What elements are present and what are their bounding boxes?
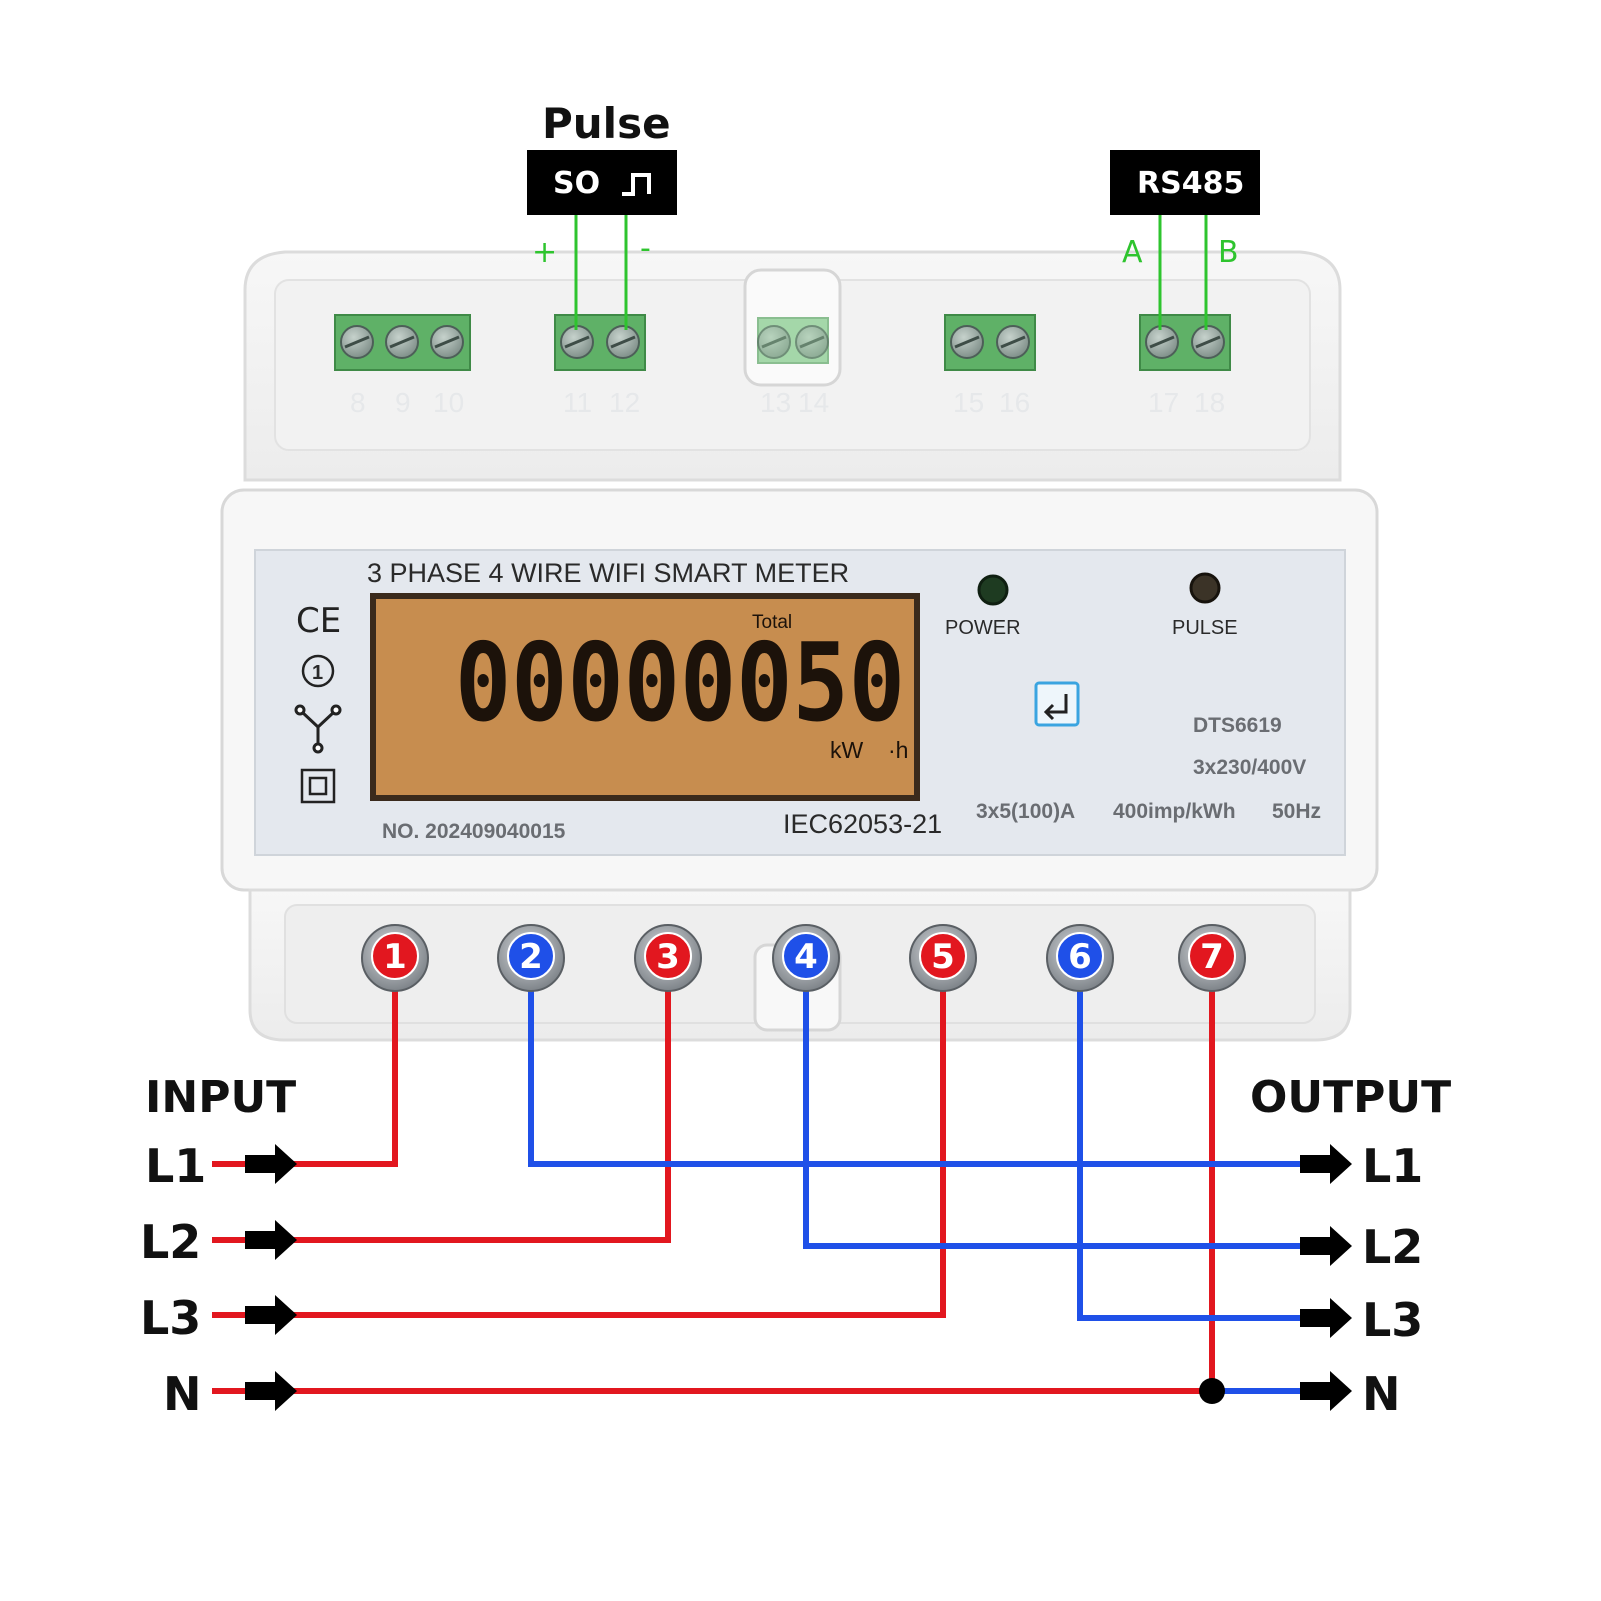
main-terminals: 1 2 3 4 5 6 7: [361, 924, 1246, 992]
output-line-l2: L2: [1362, 1220, 1423, 1274]
input-line-n: N: [163, 1367, 202, 1421]
rs485-box: [1110, 150, 1260, 215]
terminal-6: 6: [1046, 924, 1114, 992]
top-terminal-screws: [340, 325, 1225, 359]
terminal-number-11: 11: [563, 387, 592, 418]
terminal-screw: [757, 325, 791, 359]
terminal-screw: [950, 325, 984, 359]
model-number: DTS6619: [1193, 714, 1282, 737]
terminal-1: 1: [361, 924, 429, 992]
terminal-number-15: 15: [953, 387, 984, 418]
so-box: [527, 150, 677, 215]
input-arrows: [245, 1144, 297, 1411]
three-phase-icon: [294, 704, 342, 754]
terminal-7: 7: [1178, 924, 1246, 992]
arrow-right-icon: [1300, 1298, 1352, 1338]
output-line-n: N: [1362, 1367, 1401, 1421]
arrow-right-icon: [245, 1220, 297, 1260]
so-minus-label: -: [640, 231, 651, 266]
pulse-wave-icon: [622, 173, 651, 196]
terminal-number-18: 18: [1194, 387, 1225, 418]
power-led-label: POWER: [945, 617, 1021, 639]
terminal-5: 5: [909, 924, 977, 992]
output-line-l1: L1: [1362, 1139, 1423, 1193]
standard-label: IEC62053-21: [783, 809, 942, 839]
lcd-unit-kw: kW: [830, 737, 864, 763]
terminal-number-16: 16: [999, 387, 1030, 418]
terminal-number-12: 12: [609, 387, 640, 418]
terminal-number-label: 5: [931, 937, 955, 977]
serial-number: NO. 202409040015: [382, 820, 566, 843]
output-line-l3: L3: [1362, 1293, 1423, 1347]
terminal-number-label: 2: [519, 937, 543, 977]
double-insulation-icon: [300, 768, 336, 804]
output-arrows: [1300, 1144, 1352, 1411]
class-circle-icon: [301, 654, 335, 688]
input-line-l2: L2: [140, 1215, 201, 1269]
voltage-rating: 3x230/400V: [1193, 756, 1306, 779]
output-wires: [528, 965, 1306, 1394]
meter-title: 3 PHASE 4 WIRE WIFI SMART METER: [367, 558, 849, 588]
terminal-screw: [385, 325, 419, 359]
lcd-unit-h: ·h: [888, 737, 908, 763]
terminal-screw: [560, 325, 594, 359]
lcd-display: [370, 593, 920, 801]
neutral-junction: [1199, 1378, 1225, 1404]
meter-constant: 400imp/kWh: [1113, 800, 1236, 823]
terminal-number-10: 10: [433, 387, 464, 418]
ce-mark: CE: [296, 601, 341, 641]
arrow-right-icon: [1300, 1226, 1352, 1266]
arrow-right-icon: [1300, 1371, 1352, 1411]
lcd-total-label: Total: [752, 612, 792, 633]
terminal-screw: [1145, 325, 1179, 359]
terminal-number-label: 4: [794, 937, 818, 977]
input-line-l1: L1: [145, 1139, 206, 1193]
terminal-screw: [996, 325, 1030, 359]
so-box-label: SO: [553, 166, 600, 201]
terminal-screw: [340, 325, 374, 359]
lcd-reading: 00000050: [455, 621, 905, 746]
terminal-number-label: 6: [1068, 937, 1092, 977]
arrow-right-icon: [245, 1144, 297, 1184]
terminal-screw: [430, 325, 464, 359]
arrow-right-icon: [245, 1371, 297, 1411]
rs485-box-label: RS485: [1137, 166, 1244, 201]
input-line-l3: L3: [140, 1291, 201, 1345]
enter-arrow-icon: [1043, 694, 1068, 721]
so-plus-label: +: [532, 235, 557, 270]
pulse-title: Pulse: [542, 99, 671, 148]
terminal-screw: [1191, 325, 1225, 359]
terminal-screw: [606, 325, 640, 359]
frequency-rating: 50Hz: [1272, 800, 1321, 823]
class-number: 1: [312, 662, 323, 684]
terminal-3: 3: [634, 924, 702, 992]
terminal-number-17: 17: [1148, 387, 1179, 418]
terminal-number-label: 7: [1200, 937, 1224, 977]
certification-marks: CE 1: [294, 601, 342, 804]
power-led: [977, 574, 1009, 606]
pulse-led-label: PULSE: [1172, 617, 1238, 639]
input-label: INPUT: [145, 1072, 296, 1123]
arrow-right-icon: [245, 1295, 297, 1335]
terminal-number-label: 3: [656, 937, 680, 977]
current-rating: 3x5(100)A: [976, 800, 1075, 823]
arrow-right-icon: [1300, 1144, 1352, 1184]
terminal-screw: [795, 325, 829, 359]
terminal-number-label: 1: [383, 937, 407, 977]
terminal-number-8: 8: [350, 387, 366, 418]
terminal-number-13: 13: [760, 387, 791, 418]
pulse-led: [1189, 572, 1221, 604]
terminal-number-9: 9: [395, 387, 411, 418]
output-label: OUTPUT: [1250, 1072, 1451, 1123]
terminal-4: 4: [772, 924, 840, 992]
terminal-number-14: 14: [798, 387, 829, 418]
terminal-2: 2: [497, 924, 565, 992]
rs485-a-label: A: [1122, 235, 1143, 270]
enter-button[interactable]: [1034, 681, 1080, 727]
rs485-b-label: B: [1218, 235, 1239, 270]
signal-wires: [574, 213, 1208, 330]
